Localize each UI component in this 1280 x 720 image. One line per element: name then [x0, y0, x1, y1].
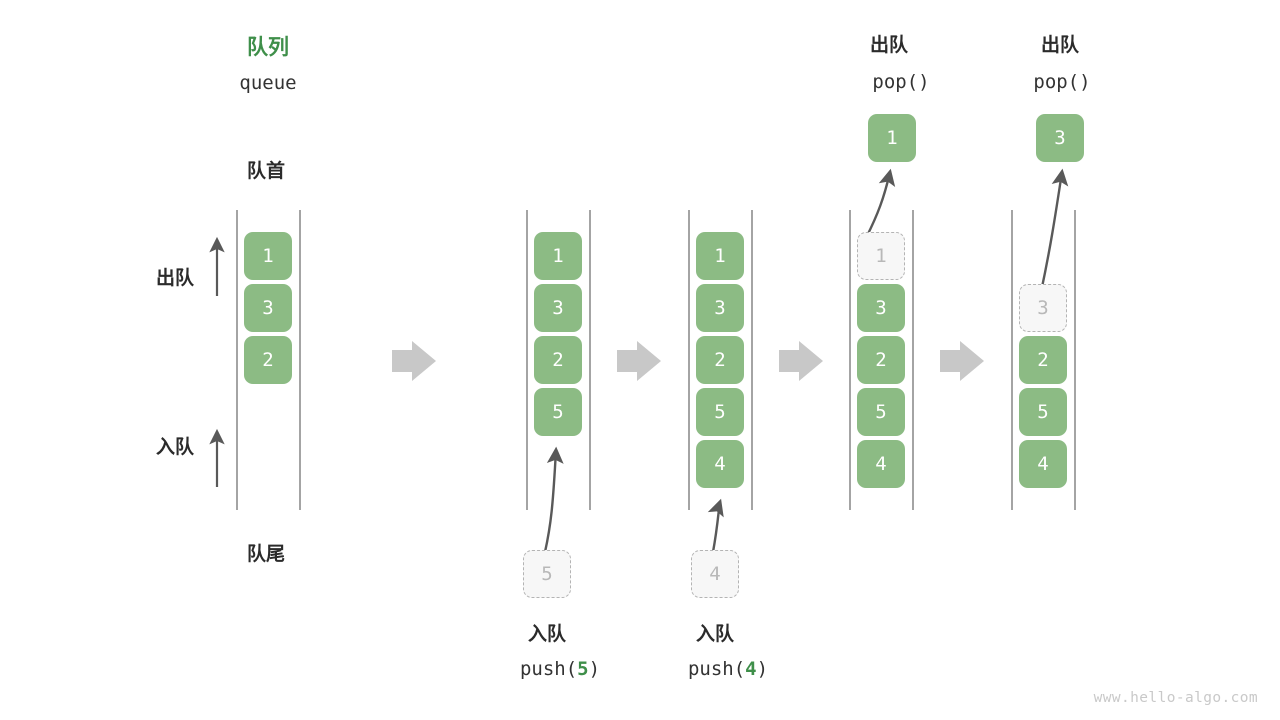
enqueue-op-code-post: ) — [756, 658, 769, 680]
dequeue-op-code: pop() — [1033, 71, 1091, 93]
incoming-ghost-cell: 5 — [523, 550, 571, 598]
enqueue-op-code-pre: push( — [687, 658, 746, 680]
popped-cell[interactable]: 3 — [1036, 114, 1084, 162]
queue-cell[interactable]: 2 — [857, 336, 905, 384]
enqueue-op-code-pre: push( — [519, 658, 578, 680]
queue-cell[interactable]: 4 — [1019, 440, 1067, 488]
dequeue-op-cn: 出队 — [1040, 34, 1080, 56]
enqueue-op-code: push(5) — [520, 657, 600, 682]
enqueue-op-arg: 4 — [745, 658, 757, 680]
enqueue-op-code-post: ) — [588, 658, 601, 680]
queue-cell[interactable]: 3 — [244, 284, 292, 332]
queue-cell[interactable]: 2 — [534, 336, 582, 384]
push-arrows — [543, 446, 724, 554]
queue-cell[interactable]: 1 — [534, 232, 582, 280]
rails — [236, 210, 1076, 510]
incoming-ghost-cell: 4 — [691, 550, 739, 598]
queue-cell[interactable]: 5 — [857, 388, 905, 436]
enqueue-op-cn: 入队 — [527, 623, 567, 645]
queue-cell[interactable]: 4 — [696, 440, 744, 488]
queue-cell[interactable]: 2 — [1019, 336, 1067, 384]
queue-cell[interactable]: 3 — [534, 284, 582, 332]
queue-cell[interactable]: 2 — [244, 336, 292, 384]
enqueue-op-arg: 5 — [577, 658, 589, 680]
queue-cell[interactable]: 5 — [1019, 388, 1067, 436]
figure-title-en: queue — [239, 72, 297, 94]
figure-title-cn: 队列 — [247, 35, 289, 59]
queue-cell[interactable]: 1 — [696, 232, 744, 280]
dequeue-op-code: pop() — [872, 71, 930, 93]
queue-cell[interactable]: 4 — [857, 440, 905, 488]
queue-cell[interactable]: 5 — [696, 388, 744, 436]
watermark: www.hello-algo.com — [1093, 690, 1258, 706]
queue-cell[interactable]: 3 — [857, 284, 905, 332]
enqueue-direction-label: 入队 — [155, 436, 195, 458]
popped-cell[interactable]: 1 — [868, 114, 916, 162]
outgoing-ghost-cell: 3 — [1019, 284, 1067, 332]
enqueue-op-code: push(4) — [688, 657, 768, 682]
rear-label: 队尾 — [246, 543, 286, 565]
enqueue-op-cn: 入队 — [695, 623, 735, 645]
front-label: 队首 — [246, 160, 286, 182]
queue-cell[interactable]: 1 — [244, 232, 292, 280]
queue-cell[interactable]: 2 — [696, 336, 744, 384]
queue-cell[interactable]: 5 — [534, 388, 582, 436]
dequeue-direction-label: 出队 — [155, 267, 195, 289]
dequeue-op-cn: 出队 — [869, 34, 909, 56]
queue-cell[interactable]: 3 — [696, 284, 744, 332]
outgoing-ghost-cell: 1 — [857, 232, 905, 280]
